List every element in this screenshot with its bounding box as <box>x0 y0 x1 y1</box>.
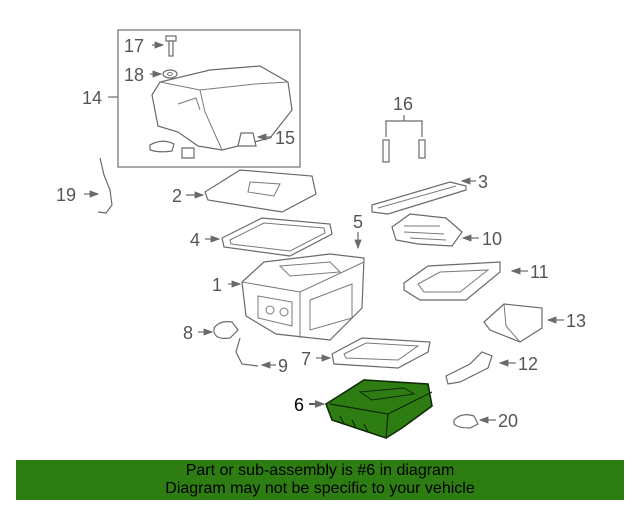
part-12-bracket[interactable] <box>445 351 516 385</box>
part-17-bolt[interactable] <box>152 35 177 57</box>
part-16-studs[interactable] <box>382 115 426 163</box>
callout-3: 3 <box>478 172 488 192</box>
part-9-hose[interactable] <box>235 337 276 369</box>
part-18-washer[interactable] <box>150 69 178 79</box>
part-1-inverter[interactable] <box>228 253 365 341</box>
part-11-tray[interactable] <box>403 261 528 301</box>
part-20-clip[interactable] <box>453 414 496 429</box>
callout-10: 10 <box>482 229 502 249</box>
callout-19: 19 <box>56 185 76 205</box>
callout-11: 11 <box>530 262 549 282</box>
part-4-gasket[interactable] <box>205 217 333 257</box>
callout-12: 12 <box>518 354 538 374</box>
part-14-cover[interactable] <box>149 65 293 159</box>
part-3-bracket[interactable] <box>371 177 476 215</box>
callout-7: 7 <box>301 349 311 369</box>
part-10-duct[interactable] <box>391 213 479 247</box>
callout-5: 5 <box>353 212 363 232</box>
parts-diagram: 17 18 14 15 16 19 2 3 4 5 10 1 11 13 8 9… <box>56 29 586 439</box>
callout-16: 16 <box>393 94 413 114</box>
info-banner: Part or sub-assembly is #6 in diagram Di… <box>16 460 624 500</box>
callout-6: 6 <box>294 395 304 415</box>
banner-line-1: Part or sub-assembly is #6 in diagram <box>185 462 455 479</box>
part-7-plate[interactable] <box>316 337 431 369</box>
callout-8: 8 <box>183 323 193 343</box>
part-8-fitting[interactable] <box>198 321 239 339</box>
part-6-module-highlighted[interactable] <box>309 379 433 439</box>
callout-4: 4 <box>190 230 200 250</box>
callout-9: 9 <box>278 356 288 376</box>
part-2-lid[interactable] <box>186 169 317 213</box>
callout-20: 20 <box>498 411 518 431</box>
callout-1: 1 <box>212 275 222 295</box>
part-19-harness[interactable] <box>84 157 113 214</box>
callout-13: 13 <box>566 311 586 331</box>
part-13-bracket[interactable] <box>483 303 564 343</box>
callout-2: 2 <box>172 186 182 206</box>
callout-17: 17 <box>124 36 144 56</box>
group-box-14 <box>108 29 301 168</box>
banner-line-2: Diagram may not be specific to your vehi… <box>165 480 475 497</box>
callout-18: 18 <box>124 65 144 85</box>
part-15-grommet[interactable] <box>237 132 272 147</box>
callout-15: 15 <box>275 128 295 148</box>
callout-14: 14 <box>82 88 102 108</box>
